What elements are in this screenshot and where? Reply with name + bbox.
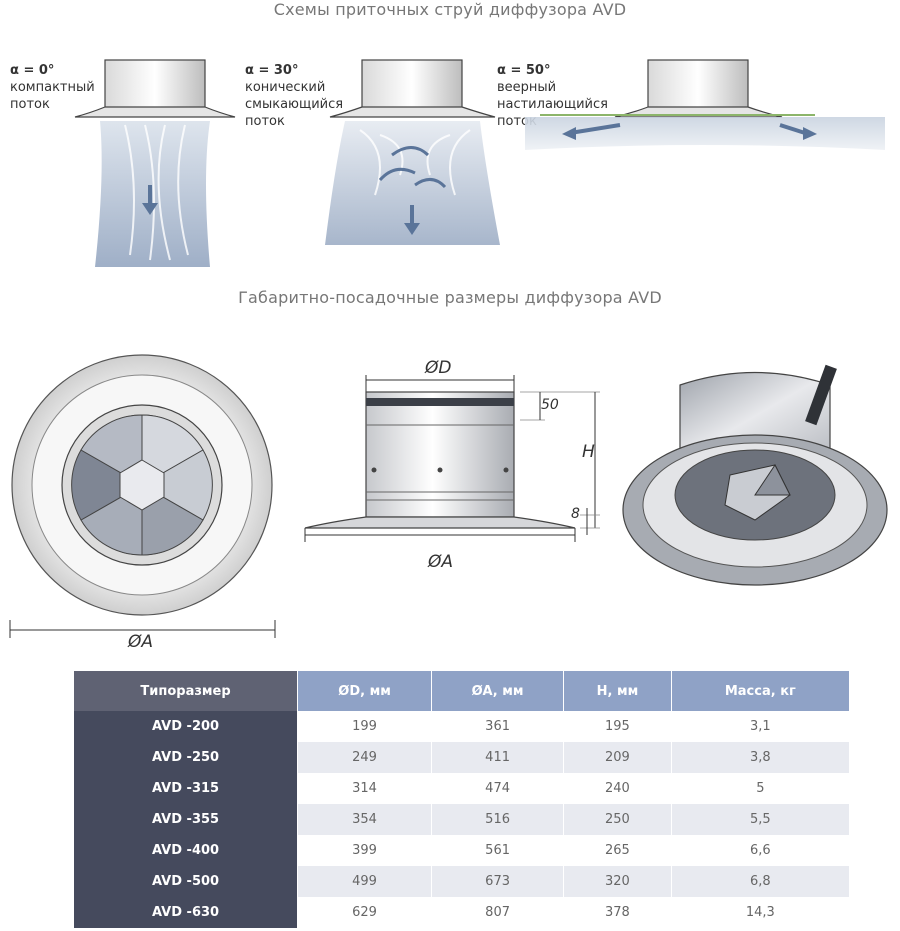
cell-mass: 5: [671, 773, 851, 804]
cell-a: 673: [431, 866, 565, 897]
front-view-drawing: [9, 354, 276, 638]
cell-d: 629: [297, 897, 432, 928]
jet-label-30: α = 30° конический смыкающийся поток: [245, 62, 343, 130]
jet-desc-30-line2: смыкающийся: [245, 97, 344, 112]
cell-d: 199: [297, 711, 432, 742]
jet-desc-30-line3: поток: [245, 114, 285, 129]
cell-mass: 6,6: [671, 835, 851, 866]
side-view-drawing: [304, 375, 600, 542]
dimensions-table: Типоразмер ØD, мм ØA, мм H, мм Масса, кг…: [74, 671, 851, 928]
cell-a: 411: [431, 742, 565, 773]
header-model: Типоразмер: [74, 671, 299, 711]
cell-a: 361: [431, 711, 565, 742]
cell-h: 195: [563, 711, 672, 742]
table-row: AVD -355 354 516 250 5,5: [74, 804, 851, 835]
cell-h: 240: [563, 773, 672, 804]
cell-model: AVD -630: [74, 897, 299, 928]
fan-flow-illustration: [525, 59, 885, 150]
header-mass: Масса, кг: [671, 671, 851, 711]
side-dim-h-label: H: [582, 442, 595, 462]
jet-alpha-50: α = 50°: [497, 63, 551, 78]
cell-d: 499: [297, 866, 432, 897]
jet-desc-0-line2: поток: [10, 97, 50, 112]
cell-a: 807: [431, 897, 565, 928]
cell-model: AVD -355: [74, 804, 299, 835]
isometric-view-drawing: [622, 364, 888, 586]
side-diameter-a-label: ØA: [428, 552, 454, 572]
jet-label-0: α = 0° компактный поток: [10, 62, 95, 113]
header-diameter-a: ØA, мм: [431, 671, 565, 711]
cell-mass: 3,1: [671, 711, 851, 742]
cell-a: 516: [431, 804, 565, 835]
cell-d: 249: [297, 742, 432, 773]
cell-h: 209: [563, 742, 672, 773]
jet-desc-30-line1: конический: [245, 80, 326, 95]
cell-model: AVD -315: [74, 773, 299, 804]
table-row: AVD -250 249 411 209 3,8: [74, 742, 851, 773]
conical-flow-illustration: [325, 59, 500, 245]
jet-desc-50-line2: настилающийся: [497, 97, 608, 112]
cell-d: 399: [297, 835, 432, 866]
jet-desc-50-line1: веерный: [497, 80, 557, 95]
cell-h: 250: [563, 804, 672, 835]
cell-mass: 3,8: [671, 742, 851, 773]
cell-h: 320: [563, 866, 672, 897]
table-row: AVD -630 629 807 378 14,3: [74, 897, 851, 928]
cell-mass: 6,8: [671, 866, 851, 897]
cell-h: 378: [563, 897, 672, 928]
cell-a: 561: [431, 835, 565, 866]
side-dim-50-label: 50: [541, 397, 559, 413]
header-diameter-d: ØD, мм: [297, 671, 432, 711]
table-row: AVD -315 314 474 240 5: [74, 773, 851, 804]
table-row: AVD -200 199 361 195 3,1: [74, 711, 851, 742]
cell-mass: 5,5: [671, 804, 851, 835]
cell-d: 354: [297, 804, 432, 835]
table-header-row: Типоразмер ØD, мм ØA, мм H, мм Масса, кг: [74, 671, 851, 711]
cell-model: AVD -200: [74, 711, 299, 742]
dimensions-title: Габаритно-посадочные размеры диффузора A…: [238, 288, 662, 307]
cell-model: AVD -500: [74, 866, 299, 897]
jet-alpha-0: α = 0°: [10, 63, 55, 78]
compact-flow-illustration: [74, 59, 236, 267]
cell-a: 474: [431, 773, 565, 804]
cell-model: AVD -400: [74, 835, 299, 866]
header-height: H, мм: [563, 671, 672, 711]
jet-schemes-title: Схемы приточных струй диффузора AVD: [273, 0, 627, 19]
jet-alpha-30: α = 30°: [245, 63, 299, 78]
jet-desc-0-line1: компактный: [10, 80, 95, 95]
front-diameter-a-label: ØA: [128, 632, 154, 652]
table-row: AVD -500 499 673 320 6,8: [74, 866, 851, 897]
cell-mass: 14,3: [671, 897, 851, 928]
cell-model: AVD -250: [74, 742, 299, 773]
cell-h: 265: [563, 835, 672, 866]
cell-d: 314: [297, 773, 432, 804]
table-row: AVD -400 399 561 265 6,6: [74, 835, 851, 866]
side-dim-8-label: 8: [571, 506, 580, 522]
side-diameter-d-label: ØD: [425, 358, 452, 378]
